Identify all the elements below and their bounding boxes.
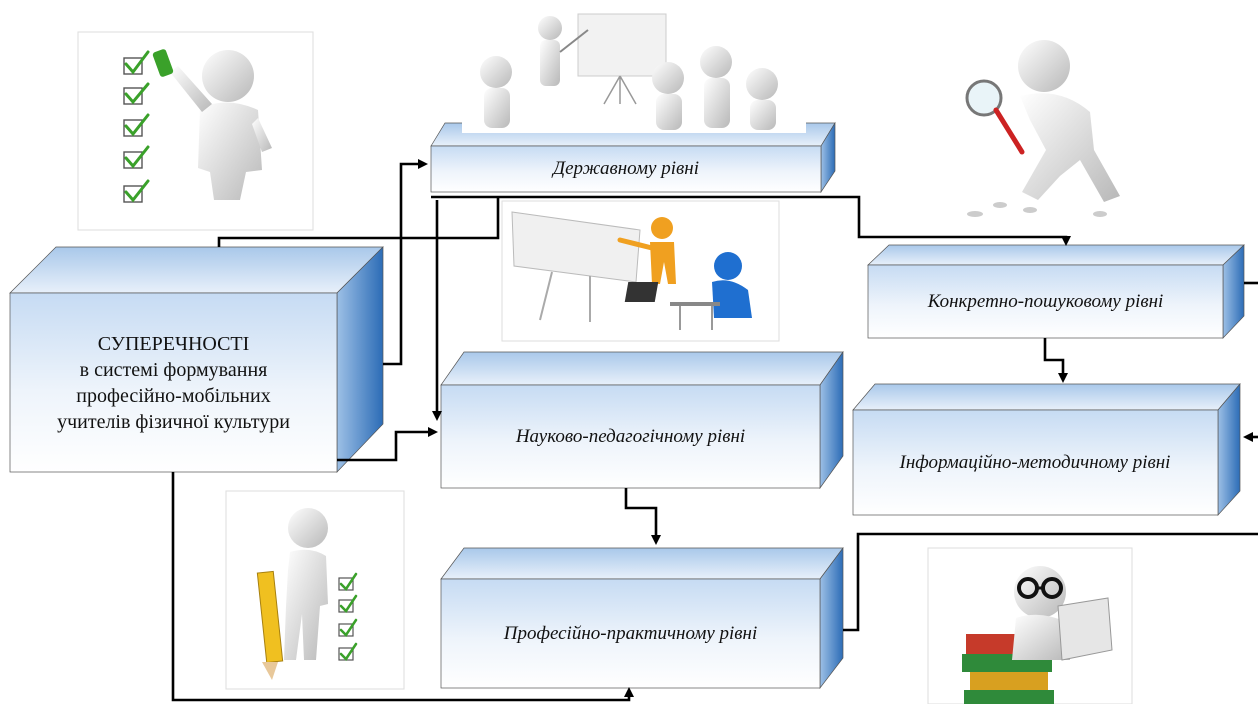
connector-search-to-methodical — [1043, 338, 1068, 383]
magnifier-figure-icon — [955, 36, 1157, 226]
presentation-group-icon — [462, 10, 806, 133]
connectors — [171, 159, 1258, 702]
glasses-books-laptop-icon — [927, 547, 1133, 704]
connector-state-to-search — [431, 195, 1071, 246]
search-level-box — [867, 244, 1245, 339]
connector-main-to-practical — [171, 472, 634, 702]
state-level-box — [430, 121, 836, 194]
connector-practical-right — [843, 532, 1258, 632]
connector-scientific-to-practical — [624, 488, 661, 545]
pencil-checklist-figure-icon — [225, 490, 405, 690]
scientific-level-box — [440, 350, 844, 490]
main-box — [9, 246, 384, 473]
checklist-figure-icon — [77, 31, 314, 231]
connector-main-to-scientific — [337, 427, 438, 462]
connector-main-top — [217, 197, 500, 247]
practical-level-box — [440, 546, 844, 690]
methodical-level-box — [852, 383, 1241, 516]
teacher-student-computer-icon — [501, 200, 780, 342]
connector-main-to-state — [383, 159, 428, 366]
